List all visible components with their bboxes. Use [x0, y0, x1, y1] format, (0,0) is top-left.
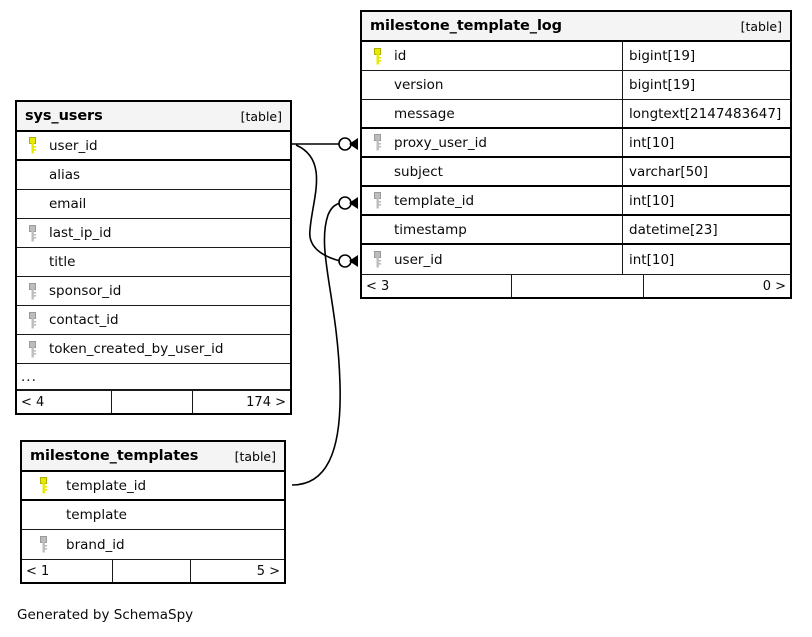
table-row[interactable]: template — [22, 501, 284, 530]
table-milestone-templates[interactable]: milestone_templates [table] template_id … — [20, 440, 286, 584]
column-type: int[10] — [622, 129, 790, 156]
column-name: template — [66, 507, 127, 523]
table-footer: < 4 174 > — [17, 390, 290, 413]
column-name: id — [394, 48, 407, 64]
table-title: milestone_templates — [30, 448, 199, 464]
table-row[interactable]: message longtext[2147483647] — [362, 100, 790, 129]
table-row[interactable]: sponsor_id — [17, 277, 290, 306]
table-row[interactable]: user_id int[10] — [362, 245, 790, 274]
column-name: title — [49, 254, 76, 270]
footer-parent-count[interactable]: < 3 — [362, 275, 512, 297]
column-type: int[10] — [622, 245, 790, 274]
column-name: template_id — [394, 192, 475, 209]
footer-parent-count[interactable]: < 4 — [17, 391, 112, 413]
foreign-key-icon — [17, 311, 45, 329]
footer-parent-count[interactable]: < 1 — [22, 560, 113, 582]
table-title: sys_users — [25, 108, 103, 124]
table-type-tag: [table] — [240, 108, 282, 124]
footer-middle — [112, 391, 193, 413]
column-name: email — [49, 196, 87, 212]
table-header: sys_users [table] — [17, 102, 290, 132]
table-row[interactable]: proxy_user_id int[10] — [362, 129, 790, 158]
foreign-key-icon — [362, 251, 390, 268]
table-footer: < 1 5 > — [22, 559, 284, 582]
column-name: version — [394, 77, 444, 93]
column-name: message — [394, 105, 455, 122]
footer-middle — [113, 560, 191, 582]
foreign-key-icon — [17, 340, 45, 358]
footer-child-count[interactable]: 5 > — [256, 563, 280, 579]
footer-child-count[interactable]: 0 > — [762, 278, 786, 294]
column-name: timestamp — [394, 221, 467, 238]
table-row[interactable]: id bigint[19] — [362, 42, 790, 71]
table-row[interactable]: subject varchar[50] — [362, 158, 790, 187]
foreign-key-icon — [362, 192, 390, 209]
table-row[interactable]: token_created_by_user_id — [17, 335, 290, 364]
primary-key-icon — [17, 137, 45, 154]
foreign-key-icon — [17, 282, 45, 300]
foreign-key-icon — [17, 224, 45, 242]
foreign-key-icon — [362, 134, 390, 151]
foreign-key-icon — [22, 536, 62, 553]
column-name: alias — [49, 167, 81, 183]
column-name: last_ip_id — [49, 225, 112, 241]
column-type: int[10] — [622, 187, 790, 214]
column-name: sponsor_id — [49, 283, 122, 299]
table-row[interactable]: template_id — [22, 472, 284, 501]
table-type-tag: [table] — [740, 18, 782, 34]
table-footer: < 3 0 > — [362, 274, 790, 297]
table-header: milestone_templates [table] — [22, 442, 284, 472]
table-row[interactable]: template_id int[10] — [362, 187, 790, 216]
primary-key-icon — [362, 47, 390, 65]
more-columns-indicator: ... — [17, 364, 290, 390]
table-sys-users[interactable]: sys_users [table] user_id alias email — [15, 100, 292, 415]
column-name: token_created_by_user_id — [49, 341, 224, 357]
edge-endpoint-template-id — [338, 196, 358, 210]
column-name: brand_id — [66, 536, 125, 553]
edge-endpoint-proxy-user-id — [338, 137, 358, 151]
column-name: user_id — [49, 137, 98, 154]
column-name: subject — [394, 163, 443, 180]
table-row[interactable]: timestamp datetime[23] — [362, 216, 790, 245]
table-row[interactable]: alias — [17, 161, 290, 190]
footer-middle — [512, 275, 644, 297]
table-title: milestone_template_log — [370, 18, 562, 34]
table-header: milestone_template_log [table] — [362, 12, 790, 42]
table-row[interactable]: last_ip_id — [17, 219, 290, 248]
table-milestone-template-log[interactable]: milestone_template_log [table] id bigint… — [360, 10, 792, 299]
column-name: user_id — [394, 251, 443, 268]
primary-key-icon — [22, 477, 62, 494]
edge-milestone-templates-to-template-id — [291, 202, 341, 486]
column-name: contact_id — [49, 312, 119, 328]
table-row[interactable]: version bigint[19] — [362, 71, 790, 100]
column-type: longtext[2147483647] — [622, 100, 790, 127]
footer-child-count[interactable]: 174 > — [246, 394, 286, 410]
table-row[interactable]: user_id — [17, 132, 290, 161]
table-row[interactable]: title — [17, 248, 290, 277]
table-type-tag: [table] — [234, 448, 276, 464]
edge-sys-users-to-user-id — [295, 144, 341, 262]
column-name: proxy_user_id — [394, 134, 487, 151]
table-row[interactable]: email — [17, 190, 290, 219]
edge-endpoint-user-id — [338, 254, 358, 268]
column-name: template_id — [66, 477, 147, 494]
column-type: varchar[50] — [622, 158, 790, 185]
table-row[interactable]: contact_id — [17, 306, 290, 335]
column-type: bigint[19] — [622, 42, 790, 70]
generated-by-note: Generated by SchemaSpy — [17, 607, 194, 623]
column-type: bigint[19] — [622, 71, 790, 99]
table-row[interactable]: brand_id — [22, 530, 284, 559]
column-type: datetime[23] — [622, 216, 790, 243]
